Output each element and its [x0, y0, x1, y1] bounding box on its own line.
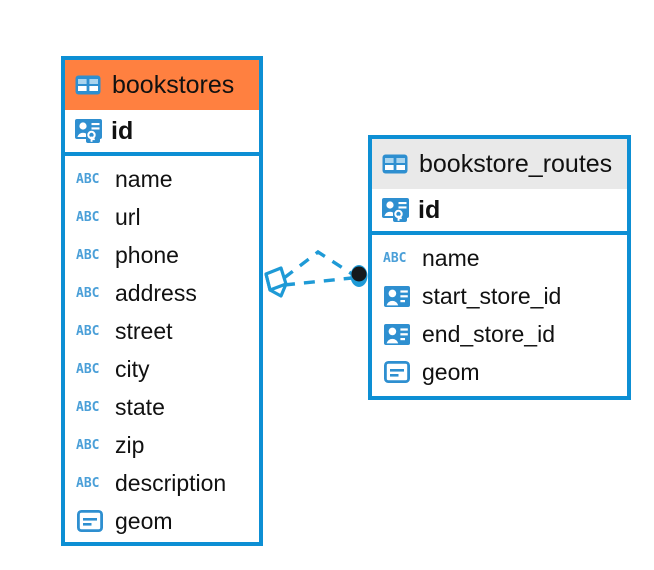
field-label: id — [418, 195, 441, 224]
field-label: geom — [422, 358, 480, 385]
text-type-icon: ABC — [383, 250, 407, 266]
field-row-state[interactable]: ABC state — [65, 388, 259, 426]
table-icon — [382, 154, 408, 174]
text-type-icon: ABC — [76, 247, 100, 263]
field-label: address — [115, 279, 197, 306]
table-icon — [75, 75, 101, 95]
field-label: zip — [115, 431, 145, 458]
field-label: end_store_id — [422, 320, 555, 347]
field-row-phone[interactable]: ABC phone — [65, 236, 259, 274]
field-row-primary-key[interactable]: id — [372, 189, 627, 235]
field-row-start-store-id[interactable]: start_store_id — [372, 277, 627, 315]
field-label: phone — [115, 241, 179, 268]
field-row-url[interactable]: ABC url — [65, 198, 259, 236]
field-row-description[interactable]: ABC description — [65, 464, 259, 502]
field-label: geom — [115, 507, 173, 534]
field-row-street[interactable]: ABC street — [65, 312, 259, 350]
field-row-end-store-id[interactable]: end_store_id — [372, 315, 627, 353]
entity-title: bookstores — [112, 70, 235, 99]
entity-table-bookstores[interactable]: bookstores id ABC name ABC — [61, 56, 263, 546]
field-row-primary-key[interactable]: id — [65, 110, 259, 156]
field-list: ABC name start_store_id — [372, 235, 627, 391]
relationship-line-upper — [282, 249, 353, 280]
field-label: name — [422, 244, 480, 271]
entity-header-bookstores[interactable]: bookstores — [65, 60, 259, 110]
field-label: state — [115, 393, 165, 420]
primary-key-icon — [75, 119, 102, 143]
field-label: start_store_id — [422, 282, 562, 309]
geometry-type-icon — [384, 361, 410, 383]
primary-key-icon — [382, 198, 409, 222]
text-type-icon: ABC — [76, 361, 100, 377]
text-type-icon: ABC — [76, 285, 100, 301]
field-row-name[interactable]: ABC name — [65, 160, 259, 198]
field-label: description — [115, 469, 227, 496]
field-label: name — [115, 165, 173, 192]
entity-title: bookstore_routes — [419, 149, 613, 178]
entity-table-bookstore-routes[interactable]: bookstore_routes id ABC name — [368, 135, 631, 400]
entity-header-bookstore-routes[interactable]: bookstore_routes — [372, 139, 627, 189]
foreign-key-icon — [384, 285, 410, 307]
field-label: city — [115, 355, 150, 382]
text-type-icon: ABC — [76, 209, 100, 225]
foreign-key-icon — [384, 323, 410, 345]
field-row-city[interactable]: ABC city — [65, 350, 259, 388]
geometry-type-icon — [77, 510, 103, 532]
relationship-line-lower — [283, 276, 353, 287]
field-row-name[interactable]: ABC name — [372, 239, 627, 277]
field-label: url — [115, 203, 141, 230]
text-type-icon: ABC — [76, 437, 100, 453]
filled-circle-marker — [350, 265, 368, 287]
field-label: id — [111, 116, 134, 145]
text-type-icon: ABC — [76, 475, 100, 491]
field-list: ABC name ABC url ABC phone ABC address A… — [65, 156, 259, 540]
text-type-icon: ABC — [76, 399, 100, 415]
crows-foot-diamond-marker — [264, 266, 288, 298]
text-type-icon: ABC — [76, 323, 100, 339]
field-label: street — [115, 317, 173, 344]
text-type-icon: ABC — [76, 171, 100, 187]
field-row-geom[interactable]: geom — [65, 502, 259, 540]
field-row-zip[interactable]: ABC zip — [65, 426, 259, 464]
field-row-geom[interactable]: geom — [372, 353, 627, 391]
field-row-address[interactable]: ABC address — [65, 274, 259, 312]
